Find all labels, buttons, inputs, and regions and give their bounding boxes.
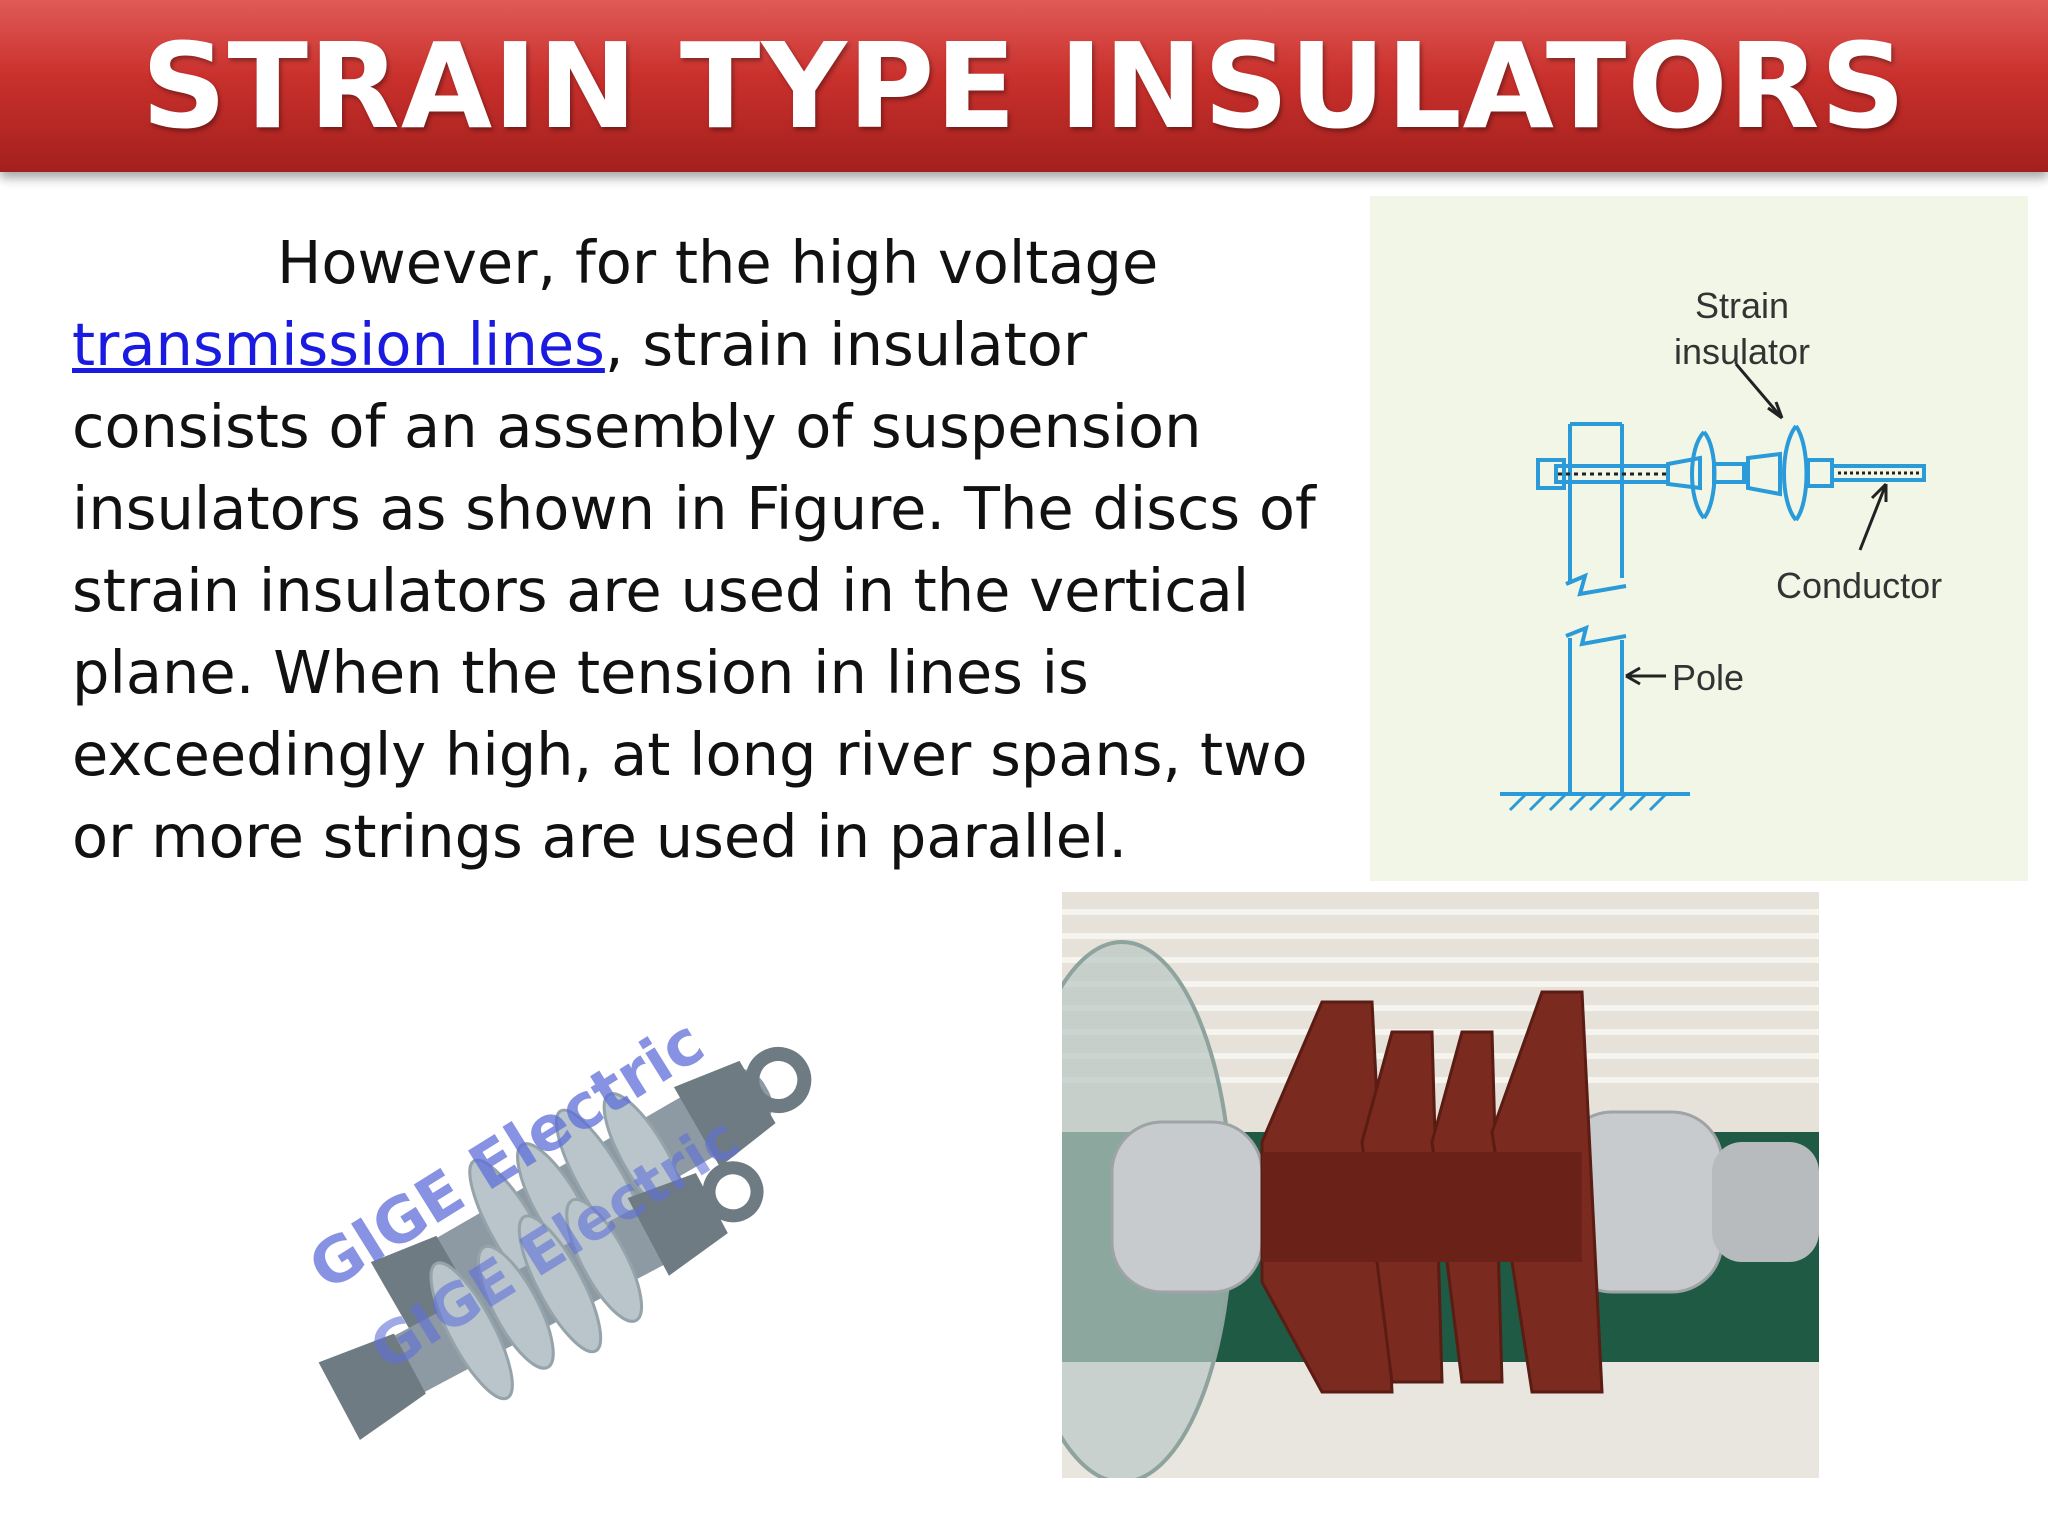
porcelain-insulator-drawing — [1062, 892, 1819, 1478]
diagram-label-strain-line2: insulator — [1674, 331, 1810, 372]
porcelain-insulator-photo — [1062, 892, 1819, 1478]
diagram-label-pole: Pole — [1672, 657, 1744, 698]
strain-insulator-diagram: Strain insulator Conductor Pole — [1370, 196, 2028, 881]
polymer-insulators-drawing: GIGE Electric GIGE Electric — [296, 1005, 812, 1441]
slide-title: STRAIN TYPE INSULATORS — [141, 17, 1907, 155]
polymer-insulators-photo: GIGE Electric GIGE Electric — [207, 872, 955, 1536]
diagram-label-strain-line1: Strain — [1695, 285, 1789, 326]
paragraph-rest: , strain insulator consists of an assemb… — [72, 310, 1316, 871]
diagram-drawing: Strain insulator Conductor Pole — [1500, 285, 1942, 812]
transmission-lines-link[interactable]: transmission lines — [72, 310, 605, 379]
body-paragraph: However, for the high voltage transmissi… — [72, 222, 1342, 878]
paragraph-lead: However, for the high voltage — [277, 228, 1159, 297]
diagram-label-conductor: Conductor — [1776, 565, 1942, 606]
title-bar: STRAIN TYPE INSULATORS — [0, 0, 2048, 172]
